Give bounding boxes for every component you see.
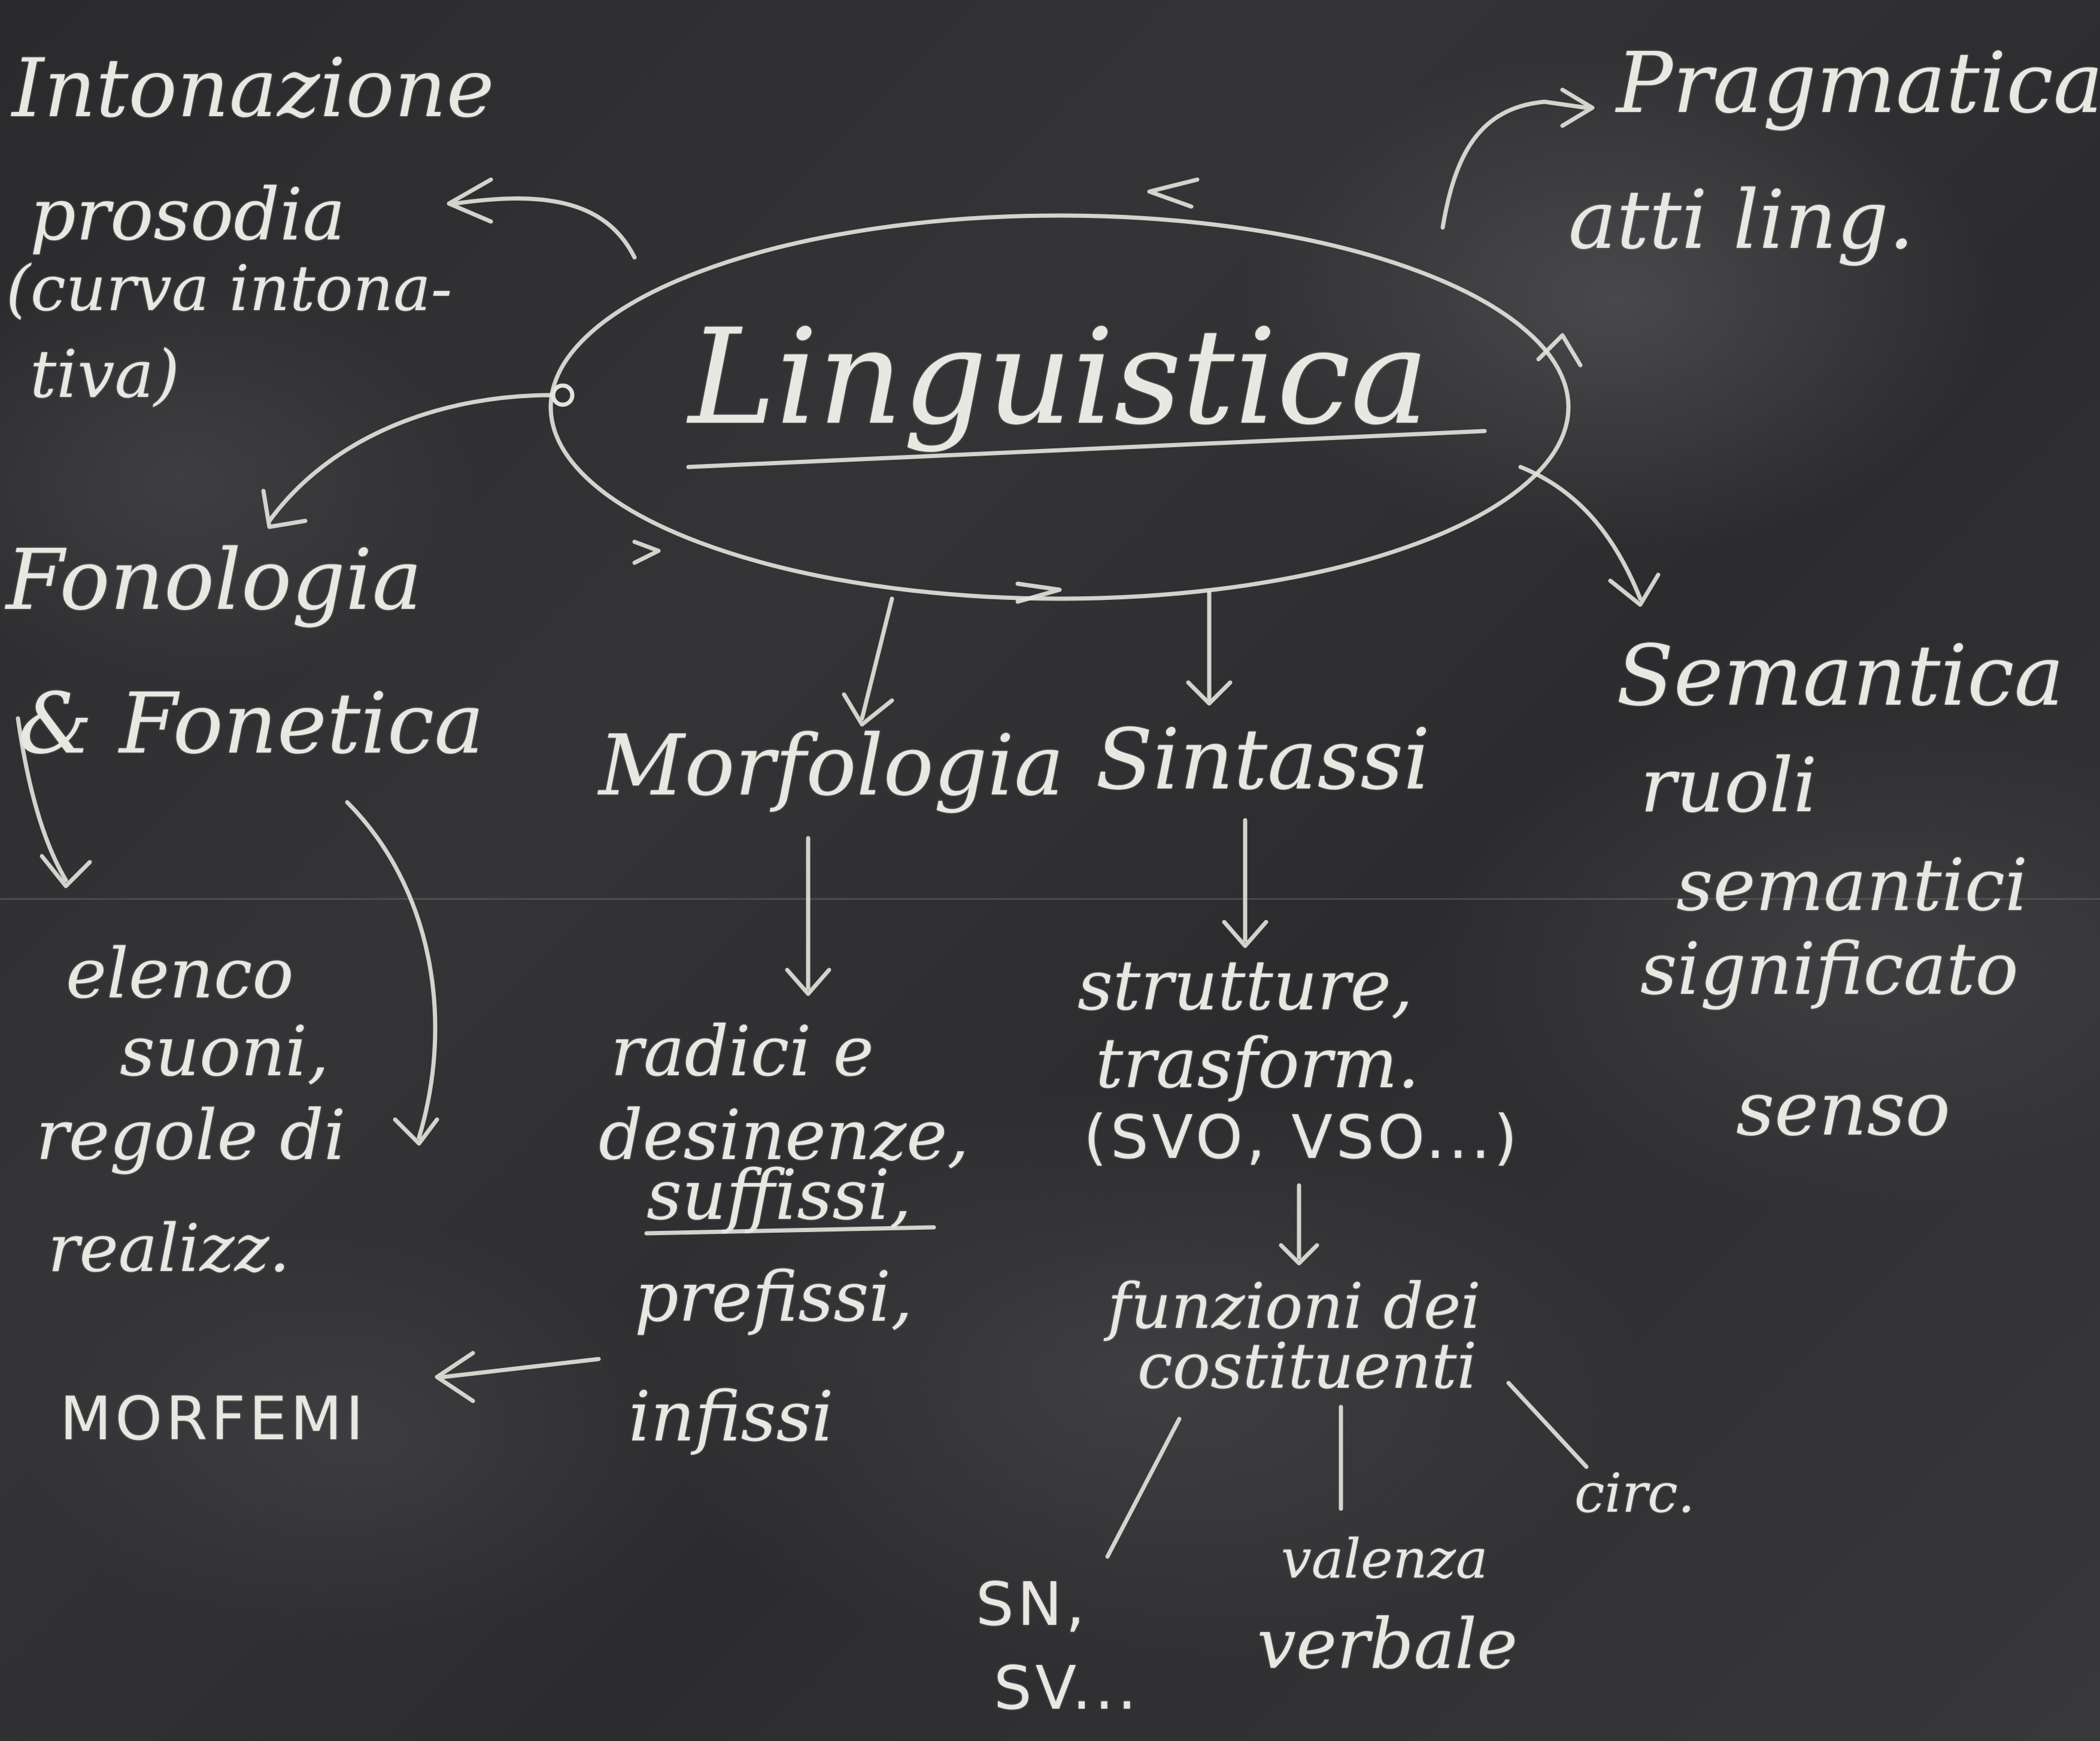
trasform-label: trasform. xyxy=(1095,1024,1420,1104)
funzioni-label: funzioni dei xyxy=(1107,1270,1481,1343)
ellipse-arrow-bottom xyxy=(1015,581,1062,604)
regole-label: regole di xyxy=(36,1096,346,1176)
realizz-label: realizz. xyxy=(48,1210,290,1287)
svo-label: (SVO, VSO...) xyxy=(1084,1102,1521,1172)
fonetica-label: & Fonetica xyxy=(18,675,484,773)
arrow-intonazione xyxy=(447,177,637,260)
ruoli-label: ruoli xyxy=(1640,742,1817,829)
senso-label: senso xyxy=(1736,1066,1951,1152)
valenza-label: valenza xyxy=(1281,1528,1488,1591)
arrow-morfemi xyxy=(435,1351,601,1403)
semantica-label: Semantica xyxy=(1616,627,2065,725)
strutture-label: strutture, xyxy=(1078,946,1413,1026)
arrow-semantica xyxy=(1518,465,1661,607)
arrow-fonologia-down xyxy=(16,716,92,888)
desinenze-label: desinenze, xyxy=(599,1096,969,1176)
semantici-label: semantici xyxy=(1676,844,2028,927)
pragmatica-label: Pragmatica xyxy=(1616,35,2100,132)
board-seam xyxy=(0,898,2100,900)
arrow-fonetica-regole xyxy=(345,800,439,1146)
suffissi-label: suffissi, xyxy=(647,1155,912,1236)
center-title: Linguistica xyxy=(688,301,1430,454)
ellipse-arrow-top xyxy=(1147,177,1200,209)
arrow-morfologia xyxy=(842,596,894,727)
arrow-sintassi-down xyxy=(1222,818,1269,948)
suffissi-underline xyxy=(644,1225,936,1236)
central-ellipse xyxy=(548,213,1571,601)
suoni-label: suoni, xyxy=(120,1012,329,1092)
ellipse-arrow-left xyxy=(632,539,661,565)
arrow-morfologia-down xyxy=(785,836,831,996)
title-underline xyxy=(686,429,1487,469)
ellipse-arrow-right xyxy=(1536,333,1583,368)
significato-label: significato xyxy=(1640,928,2019,1011)
fonologia-label: Fonologia xyxy=(6,532,423,629)
prosodia-label: prosodia xyxy=(30,174,345,257)
radici-label: radici e xyxy=(611,1012,874,1092)
tiva-label: tiva) xyxy=(30,336,180,412)
sn-label: SN, xyxy=(976,1569,1089,1639)
prefissi-label: prefissi, xyxy=(635,1257,913,1337)
branch-sn xyxy=(1105,1417,1182,1559)
curva-label: (curva intona- xyxy=(6,252,453,325)
morfemi-label: MORFEMI xyxy=(60,1384,367,1454)
circ-label: circ. xyxy=(1574,1462,1695,1525)
arrow-strutture-down xyxy=(1279,1183,1319,1266)
arrow-sintassi xyxy=(1186,590,1233,706)
intonazione-label: Intonazione xyxy=(12,41,494,135)
verbale-label: verbale xyxy=(1257,1604,1518,1685)
atti-ling-label: atti ling. xyxy=(1568,173,1914,267)
arrow-fonologia xyxy=(261,393,553,529)
sintassi-label: Sintassi xyxy=(1095,711,1431,809)
sv-label: SV... xyxy=(994,1653,1140,1723)
ellipse-start-dot xyxy=(551,383,575,407)
branch-circ xyxy=(1506,1381,1589,1469)
elenco-label: elenco xyxy=(66,934,294,1014)
morfologia-label: Morfologia xyxy=(599,717,1064,815)
costituenti-label: costituenti xyxy=(1137,1330,1477,1403)
arrow-pragmatica xyxy=(1440,87,1595,230)
infissi-label: infissi xyxy=(629,1377,834,1457)
